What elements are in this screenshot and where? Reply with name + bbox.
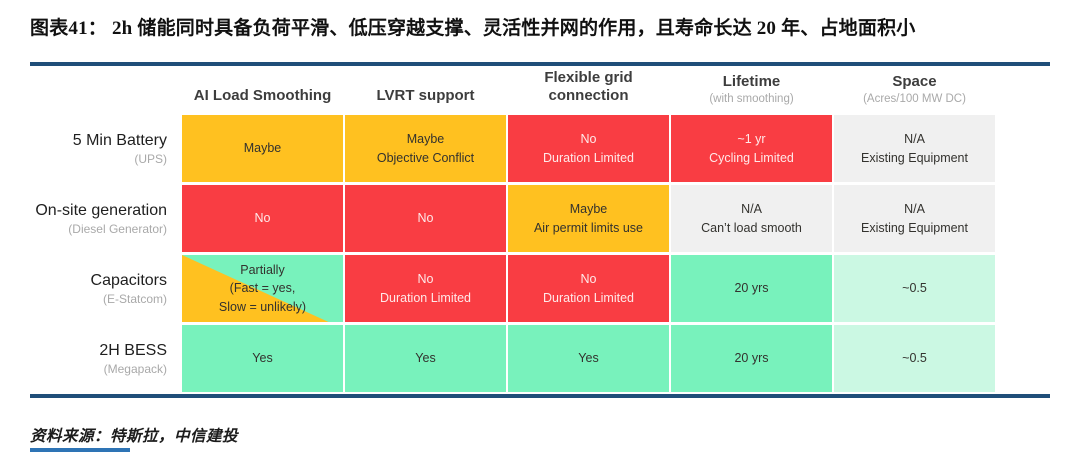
cell-text: N/A Existing Equipment [860, 132, 968, 165]
table-cell: No [345, 185, 506, 252]
row-header-2h-bess: 2H BESS (Megapack) [30, 325, 180, 392]
table-cell: N/A Existing Equipment [834, 115, 995, 182]
table-bottom-rule [30, 394, 1050, 398]
cell-text: Maybe Objective Conflict [376, 132, 475, 165]
cell-text: No [417, 211, 434, 226]
table-cell: ~0.5 [834, 255, 995, 322]
table-cell: No Duration Limited [508, 115, 669, 182]
row-subtext: (E-Statcom) [102, 292, 167, 306]
cell-text: Yes [578, 351, 599, 366]
cell-text: Partially (Fast = yes, Slow = unlikely) [218, 263, 307, 314]
cell-text: ~0.5 [902, 351, 927, 366]
table-top-rule [30, 62, 1050, 66]
footer-accent-bar [30, 448, 130, 452]
column-header-subtext: (Acres/100 MW DC) [863, 93, 966, 105]
cell-text: N/A Existing Equipment [860, 202, 968, 235]
cell-text: Yes [252, 351, 273, 366]
row-subtext: (Megapack) [103, 362, 167, 376]
column-header-label: AI Load Smoothing [193, 87, 332, 104]
cell-text: N/A Can’t load smooth [701, 202, 802, 235]
cell-text: No Duration Limited [542, 272, 634, 305]
cell-text: Maybe [243, 141, 282, 156]
cell-text: No Duration Limited [379, 272, 471, 305]
row-subtext: (UPS) [134, 152, 167, 166]
table-cell: No Duration Limited [345, 255, 506, 322]
cell-text: No Duration Limited [542, 132, 634, 165]
figure-title: 图表41： 2h 储能同时具备负荷平滑、低压穿越支撑、灵活性并网的作用，且寿命长… [30, 18, 916, 39]
cell-text: No [254, 211, 271, 226]
table-cell: 20 yrs [671, 255, 832, 322]
column-header-subtext: (with smoothing) [709, 93, 794, 105]
cell-text: 20 yrs [734, 281, 769, 296]
table-cell: No [182, 185, 343, 252]
column-header-label: Space [892, 73, 937, 90]
table-cell: ~0.5 [834, 325, 995, 392]
table-cell: Yes [182, 325, 343, 392]
table-corner-cell [30, 66, 180, 112]
row-header-capacitors: Capacitors (E-Statcom) [30, 255, 180, 322]
column-header-label: Flexible grid connection [544, 69, 633, 104]
table-cell: Maybe Air permit limits use [508, 185, 669, 252]
table-cell: N/A Can’t load smooth [671, 185, 832, 252]
row-subtext: (Diesel Generator) [68, 222, 167, 236]
table-cell: Maybe [182, 115, 343, 182]
table-cell: Maybe Objective Conflict [345, 115, 506, 182]
row-name: 5 Min Battery [72, 132, 167, 149]
table-cell-diagonal-split: Partially (Fast = yes, Slow = unlikely) [182, 255, 343, 322]
table-cell: Yes [508, 325, 669, 392]
table-cell: No Duration Limited [508, 255, 669, 322]
column-header-ai-load-smoothing: AI Load Smoothing [182, 66, 343, 112]
row-header-5-min-battery: 5 Min Battery (UPS) [30, 115, 180, 182]
cell-text: ~1 yr Cycling Limited [709, 132, 794, 165]
source-note: 资料来源：特斯拉，中信建投 [30, 428, 239, 445]
cell-text: Yes [415, 351, 436, 366]
cell-text: Maybe Air permit limits use [533, 202, 644, 235]
table-cell: Yes [345, 325, 506, 392]
comparison-table: AI Load Smoothing LVRT support Flexible … [30, 66, 995, 392]
column-header-label: Lifetime [722, 73, 781, 90]
row-header-on-site-generation: On-site generation (Diesel Generator) [30, 185, 180, 252]
cell-text: ~0.5 [902, 281, 927, 296]
table-cell: 20 yrs [671, 325, 832, 392]
column-header-lvrt-support: LVRT support [345, 66, 506, 112]
table-cell: ~1 yr Cycling Limited [671, 115, 832, 182]
table-cell: N/A Existing Equipment [834, 185, 995, 252]
column-header-flexible-grid-connection: Flexible grid connection [508, 66, 669, 112]
column-header-space: Space (Acres/100 MW DC) [834, 66, 995, 112]
cell-text: 20 yrs [734, 351, 769, 366]
column-header-label: LVRT support [376, 87, 475, 104]
row-name: 2H BESS [99, 342, 167, 359]
row-name: On-site generation [35, 202, 167, 219]
column-header-lifetime: Lifetime (with smoothing) [671, 66, 832, 112]
row-name: Capacitors [90, 272, 167, 289]
